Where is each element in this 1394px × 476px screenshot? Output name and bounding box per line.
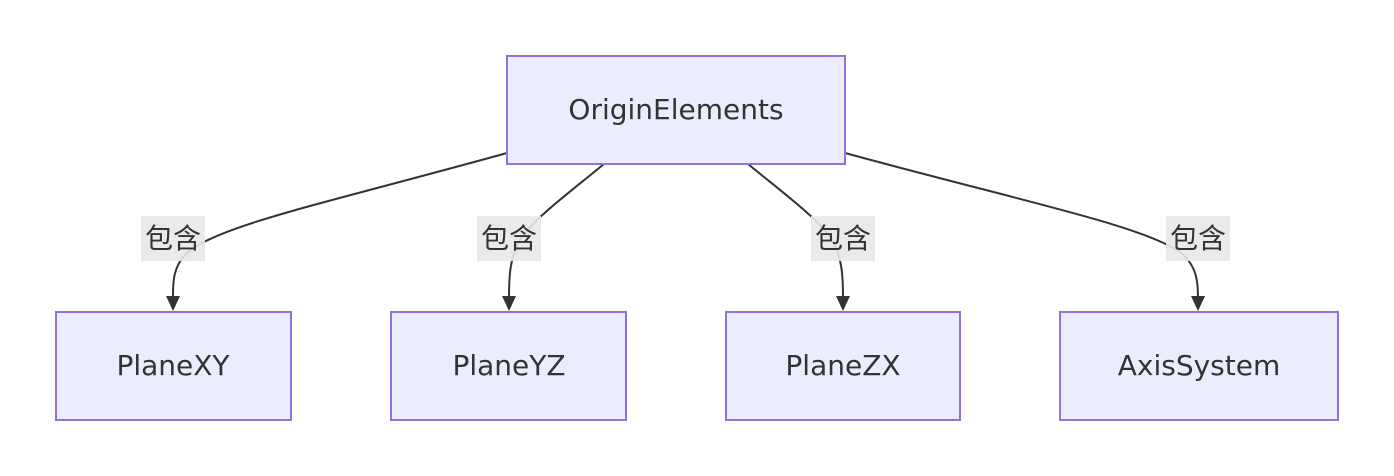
node-axis-system[interactable]: AxisSystem (1059, 311, 1339, 421)
node-plane-xy[interactable]: PlaneXY (55, 311, 292, 421)
node-label: AxisSystem (1118, 349, 1281, 382)
node-box (725, 311, 961, 421)
edge-label-text: 包含 (145, 222, 201, 255)
edge-label-background (141, 216, 205, 261)
edge-labels: 包含 包含 包含 包含 (141, 216, 1230, 261)
edge-label-background (477, 216, 541, 261)
node-box (390, 311, 627, 421)
edge-label-axis-system: 包含 (1166, 216, 1230, 261)
edge-label-text: 包含 (481, 222, 537, 255)
node-label: PlaneYZ (452, 349, 565, 382)
node-box (55, 311, 292, 421)
edge-label-text: 包含 (815, 222, 871, 255)
edge-origin-to-axis-system (844, 152, 1205, 311)
node-plane-yz[interactable]: PlaneYZ (390, 311, 627, 421)
arrow-head (502, 296, 516, 311)
node-label: PlaneZX (785, 349, 900, 382)
node-box (506, 55, 846, 165)
edge-label-background (811, 216, 875, 261)
edge-line (844, 152, 1199, 299)
node-plane-zx[interactable]: PlaneZX (725, 311, 961, 421)
edge-label-plane-yz: 包含 (477, 216, 541, 261)
arrow-head (166, 296, 180, 311)
nodes: OriginElements PlaneXY PlaneYZ PlaneZX A… (55, 55, 1339, 421)
edges (166, 152, 1205, 311)
node-origin-elements[interactable]: OriginElements (506, 55, 846, 165)
arrow-head (1191, 296, 1205, 311)
edge-line (171, 152, 508, 299)
edge-label-text: 包含 (1170, 222, 1226, 255)
edge-label-background (1166, 216, 1230, 261)
arrow-head (836, 296, 850, 311)
edge-origin-to-plane-xy (166, 152, 508, 311)
node-label: PlaneXY (116, 349, 230, 382)
node-box (1059, 311, 1339, 421)
node-label: OriginElements (568, 93, 783, 126)
edge-label-plane-xy: 包含 (141, 216, 205, 261)
edge-label-plane-zx: 包含 (811, 216, 875, 261)
